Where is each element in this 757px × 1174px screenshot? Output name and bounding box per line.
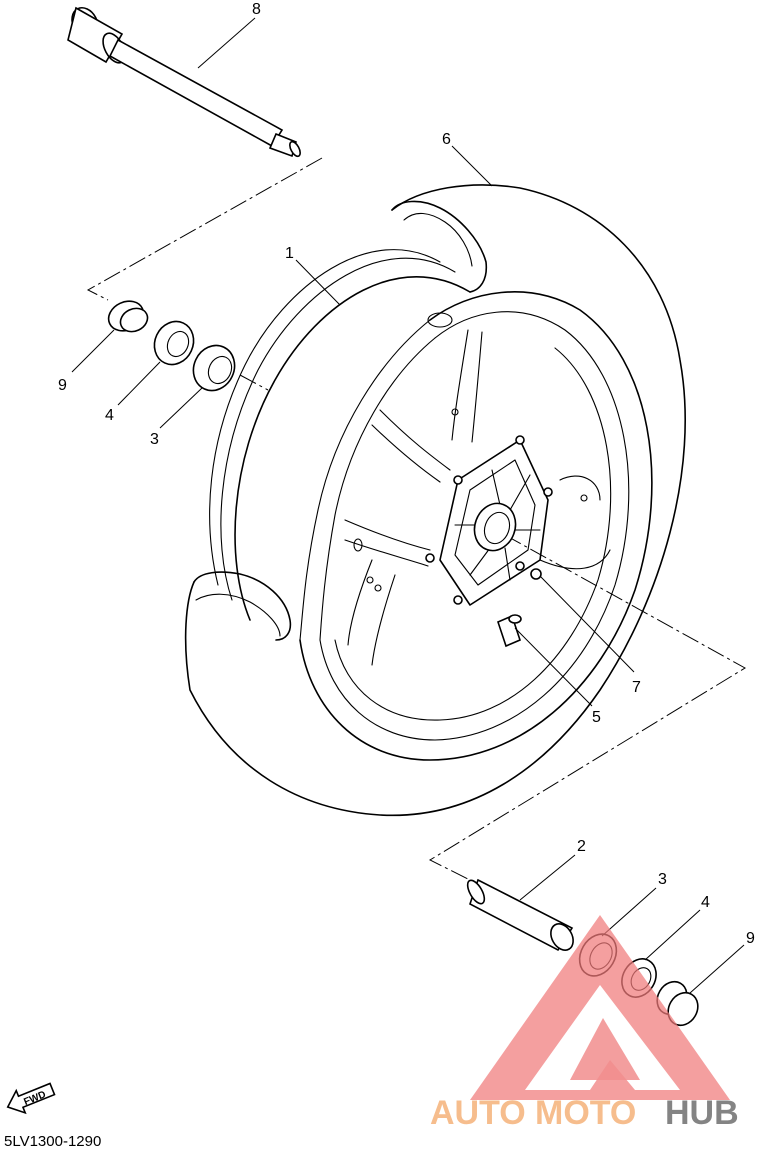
callout-7: 7 <box>632 679 641 696</box>
callout-4-left: 4 <box>105 407 114 424</box>
callout-9-right: 9 <box>746 930 755 947</box>
callout-5: 5 <box>592 709 601 726</box>
callout-3-left: 3 <box>150 431 159 448</box>
callout-9-left: 9 <box>58 377 67 394</box>
watermark-text-auto: AUTO <box>430 1094 526 1132</box>
callout-3-right: 3 <box>658 871 667 888</box>
watermark-text-hub: HUB <box>665 1094 739 1132</box>
callout-2: 2 <box>577 838 586 855</box>
assembly-axis-lines <box>86 157 746 881</box>
callout-4-right: 4 <box>701 894 710 911</box>
left-side-collar-part-9 <box>107 300 149 333</box>
left-side-bearing-part-3 <box>192 344 236 392</box>
callout-numbers: 8 6 1 9 4 3 7 5 2 3 4 9 <box>58 1 755 947</box>
wheel-part-1 <box>209 249 653 761</box>
tire-part-6 <box>184 184 686 817</box>
callout-1: 1 <box>285 245 294 262</box>
watermark-text-moto: MOTO <box>535 1094 636 1132</box>
leader-lines <box>71 17 745 994</box>
spacer-part-2 <box>466 878 574 952</box>
diagram-code: 5LV1300-1290 <box>4 1133 101 1150</box>
fwd-label: FWD <box>22 1089 47 1108</box>
left-side-oil-seal-part-4 <box>153 320 195 366</box>
forward-direction-arrow: FWD <box>6 1082 56 1115</box>
right-side-collar-part-9 <box>656 980 699 1027</box>
axle-part-8 <box>67 6 301 158</box>
watermark-triangle-inner <box>570 1018 640 1080</box>
automotohub-watermark-logo: AUTO MOTO HUB <box>430 915 739 1132</box>
callout-6: 6 <box>442 131 451 148</box>
callout-8: 8 <box>252 1 261 18</box>
